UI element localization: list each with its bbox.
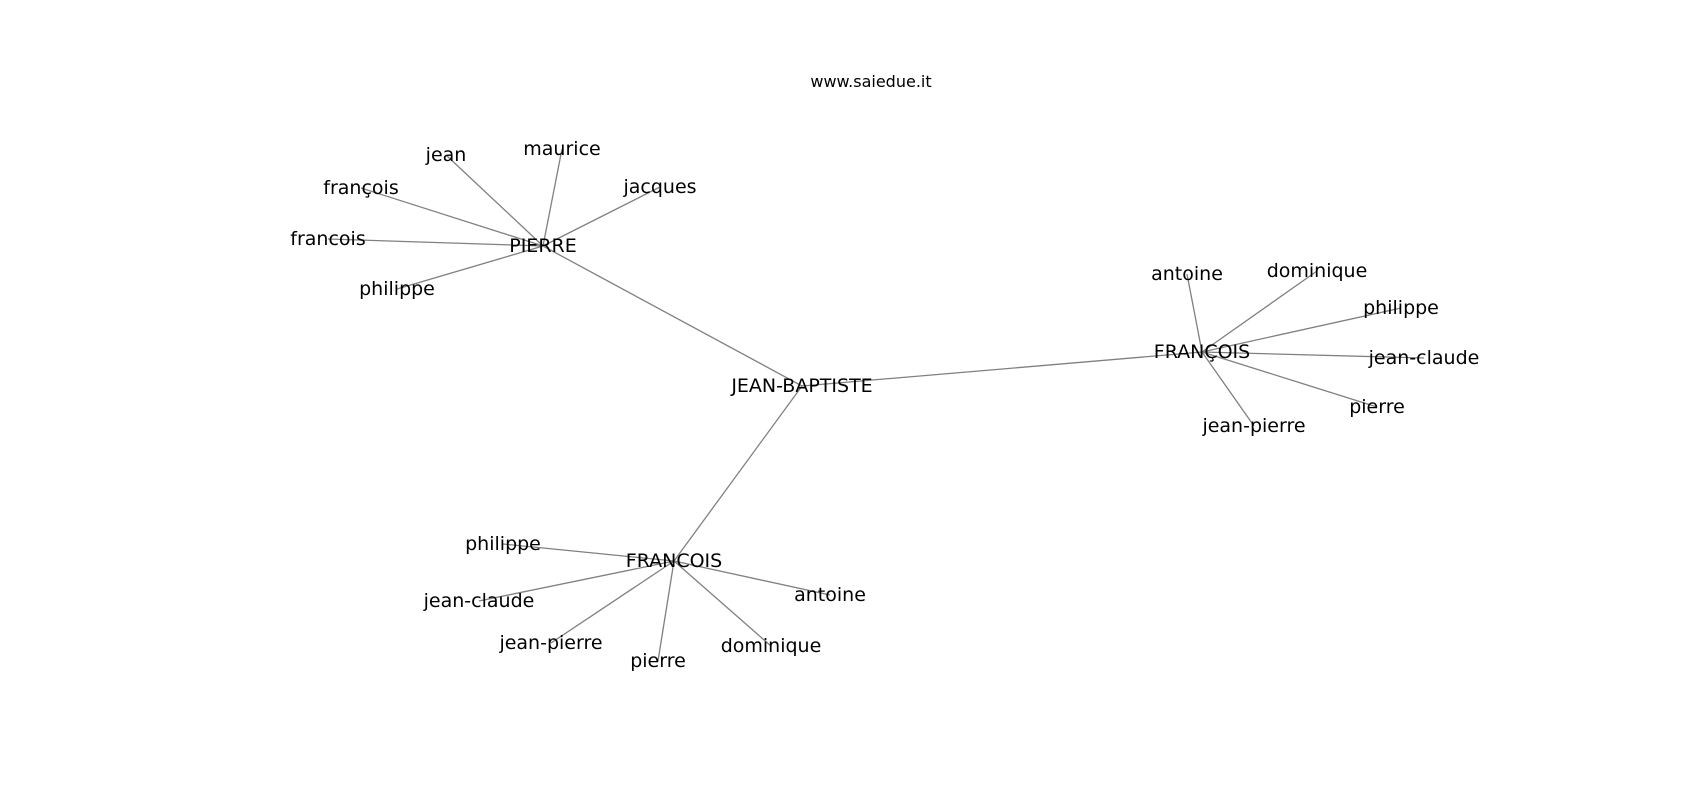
edge-line (396, 245, 544, 290)
node-leaf: dominique (721, 635, 822, 657)
edge-line (1201, 351, 1378, 408)
edge-line (327, 238, 544, 247)
edge-line (542, 245, 803, 387)
node-leaf: francois (290, 228, 365, 250)
node-leaf: jean-pierre (498, 632, 602, 654)
edge-line (542, 186, 661, 247)
node-leaf: maurice (523, 138, 600, 160)
edges (327, 148, 1425, 662)
node-leaf: jean-claude (423, 590, 535, 612)
edge-line (673, 560, 831, 596)
edge-line (1201, 307, 1402, 353)
diagram-title: www.saiedue.it (810, 72, 931, 91)
node-hub-pierre: PIERRE (509, 235, 576, 257)
edge-line (673, 385, 803, 562)
node-leaf: jean-claude (1368, 347, 1480, 369)
nodes: JEAN-BAPTISTE PIERRE jean maurice jacque… (290, 138, 1479, 672)
node-leaf: jacques (622, 176, 696, 198)
node-leaf: pierre (630, 650, 686, 672)
node-root: JEAN-BAPTISTE (730, 375, 872, 397)
edge-line (657, 560, 675, 662)
edge-line (1201, 270, 1318, 353)
edge-line (542, 148, 563, 247)
node-hub-francois-cedilla: FRANÇOIS (1154, 341, 1250, 363)
edge-line (478, 560, 675, 602)
node-leaf: philippe (359, 278, 435, 300)
node-leaf: philippe (1363, 297, 1439, 319)
edge-line (801, 351, 1203, 387)
node-leaf: antoine (794, 584, 866, 606)
edge-line (673, 560, 772, 647)
node-leaf: pierre (1349, 396, 1405, 418)
node-leaf: dominique (1267, 260, 1368, 282)
edge-line (1201, 351, 1255, 427)
edge-line (502, 543, 675, 562)
edge-line (1201, 351, 1425, 359)
node-leaf: françois (323, 177, 398, 199)
node-leaf: jean (425, 144, 467, 166)
node-leaf: jean-pierre (1201, 415, 1305, 437)
node-leaf: philippe (465, 533, 541, 555)
edge-line (445, 154, 544, 247)
node-hub-francois: FRANCOIS (626, 550, 722, 572)
edge-line (1186, 273, 1203, 353)
edge-line (360, 187, 544, 247)
node-leaf: antoine (1151, 263, 1223, 285)
edge-line (550, 560, 675, 644)
